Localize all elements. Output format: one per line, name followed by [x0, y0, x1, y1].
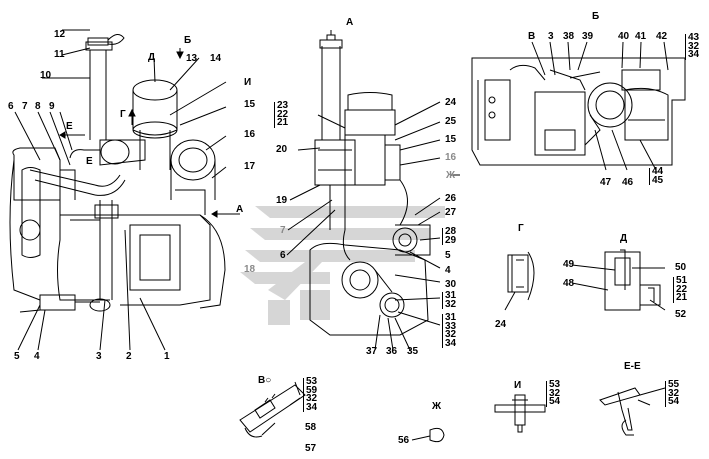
callout-1: 1	[164, 351, 170, 362]
callout-5b: 5	[445, 250, 451, 261]
view-title-a: А	[346, 17, 354, 28]
detail-i	[494, 394, 546, 433]
callout-46: 46	[622, 177, 634, 188]
view-letter-a-arrow: А	[236, 204, 244, 215]
callout-14: 14	[210, 53, 222, 64]
callout-19: 19	[276, 195, 288, 206]
view-letter-g-arrow: Г	[120, 109, 126, 120]
callout-40: 40	[618, 31, 630, 42]
callout-27: 27	[445, 207, 457, 218]
callout-58: 58	[305, 422, 317, 433]
view-letter-e-arrow: Е	[66, 121, 73, 132]
callout-47: 47	[600, 177, 612, 188]
section-v	[239, 381, 306, 438]
detail-d	[571, 249, 666, 311]
view-letter-b-arrow: Б	[184, 35, 192, 46]
detail-title-g: Г	[518, 223, 524, 234]
callout-35: 35	[407, 346, 419, 357]
callout-4: 4	[34, 351, 40, 362]
callout-10: 10	[40, 70, 52, 81]
callout-13: 13	[186, 53, 198, 64]
callout-37: 37	[366, 346, 378, 357]
left-main-view	[9, 29, 240, 351]
callout-16: 16	[244, 129, 256, 140]
callout-4b: 4	[445, 265, 451, 276]
callout-15b: 15	[445, 134, 457, 145]
callout-57: 57	[305, 443, 317, 454]
view-letter-d: Д	[148, 52, 156, 63]
callout-7: 7	[22, 101, 28, 112]
detail-title-i: И	[514, 380, 522, 391]
detail-g	[504, 251, 535, 311]
callout-24b: 24	[495, 319, 507, 330]
view-title-b: Б	[592, 11, 600, 22]
callout-39: 39	[582, 31, 594, 42]
callout-2: 2	[126, 351, 132, 362]
section-title-v: В○	[258, 375, 272, 386]
callout-26: 26	[445, 193, 457, 204]
callout-52: 52	[675, 309, 687, 320]
watermark-logo	[240, 206, 445, 325]
callout-36: 36	[386, 346, 398, 357]
callout-9: 9	[49, 101, 55, 112]
callout-12: 12	[54, 29, 66, 40]
view-b	[471, 41, 686, 171]
callout-41: 41	[635, 31, 647, 42]
callout-25: 25	[445, 116, 457, 127]
callout-42: 42	[656, 31, 668, 42]
view-letter-i: И	[244, 77, 252, 88]
detail-zh	[411, 427, 445, 443]
callout-6b: 6	[280, 250, 286, 261]
section-e-e	[599, 387, 666, 436]
callout-38: 38	[563, 31, 575, 42]
callout-30: 30	[445, 279, 457, 290]
callout-18: 18	[244, 264, 256, 275]
view-a	[286, 30, 460, 351]
detail-title-d: Д	[620, 233, 628, 244]
callout-49: 49	[563, 259, 575, 270]
callout-17: 17	[244, 161, 256, 172]
callout-7b: 7	[280, 225, 286, 236]
callout-3-b: 3	[548, 31, 554, 42]
callout-5: 5	[14, 351, 20, 362]
callout-24: 24	[445, 97, 457, 108]
callout-11: 11	[54, 49, 65, 60]
callout-48: 48	[563, 278, 575, 289]
callout-6: 6	[8, 101, 14, 112]
callout-50: 50	[675, 262, 687, 273]
view-letter-e: Е	[86, 156, 93, 167]
callout-56: 56	[398, 435, 410, 446]
callout-15: 15	[244, 99, 256, 110]
section-title-e-e: Е-Е	[624, 361, 641, 372]
callout-8: 8	[35, 101, 41, 112]
detail-title-zh: Ж	[432, 401, 442, 412]
view-letter-zh-arrow: Ж	[446, 170, 456, 181]
callout-3: 3	[96, 351, 102, 362]
callout-16b: 16	[445, 152, 457, 163]
callout-20: 20	[276, 144, 288, 155]
view-letter-v: В	[528, 31, 536, 42]
